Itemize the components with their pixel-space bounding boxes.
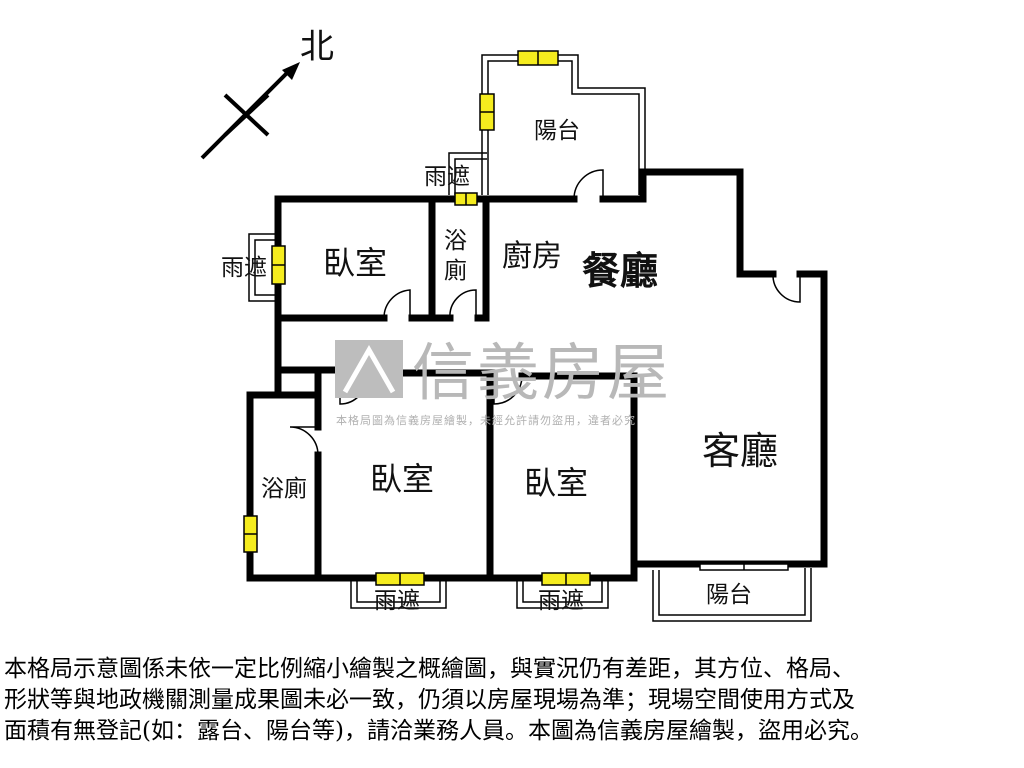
sliding-door [699, 563, 789, 571]
disclaimer: 本格局示意圖係未依一定比例縮小繪製之概繪圖，與實況仍有差距，其方位、格局、 形狀… [4, 654, 1020, 747]
door-balcony [573, 169, 604, 200]
compass: 北 [200, 27, 334, 160]
label-living: 客廳 [702, 429, 778, 473]
door-living [772, 273, 801, 303]
label-kitchen: 廚房 [502, 239, 562, 274]
watermark-brand: 信義房屋 [412, 336, 672, 409]
label-awning-bottom-1: 雨遮 [374, 588, 420, 614]
label-bedroom-right: 臥室 [524, 464, 588, 502]
door-bedroom-right [493, 375, 523, 405]
label-balcony-top: 陽台 [534, 118, 580, 144]
label-balcony-bottom: 陽台 [706, 582, 752, 608]
disclaimer-line: 形狀等與地政機關測量成果圖未必一致，仍須以房屋現場為準；現場空間使用方式及 [4, 687, 855, 713]
watermark: 信義房屋 本格局圖為信義房屋繪製，未經允許請勿盜用，違者必究 [335, 336, 672, 427]
north-label: 北 [300, 27, 334, 67]
windows [243, 50, 591, 586]
label-bedroom-top: 臥室 [323, 244, 387, 282]
north-arrow-icon [282, 62, 300, 80]
label-awning-left: 雨遮 [221, 255, 267, 281]
label-bath-top-2: 廁 [444, 258, 467, 284]
label-bedroom-mid: 臥室 [370, 460, 434, 498]
door-bath-left [289, 426, 319, 456]
door-bedroom-top [383, 289, 411, 319]
label-awning-top: 雨遮 [424, 164, 470, 190]
disclaimer-line: 面積有無登記(如：露台、陽台等)，請洽業務人員。本圖為信義房屋繪製，盜用必究。 [4, 718, 873, 744]
door-bath-top [449, 289, 477, 319]
watermark-notice: 本格局圖為信義房屋繪製，未經允許請勿盜用，違者必究 [336, 413, 636, 427]
label-awning-bottom-2: 雨遮 [538, 588, 584, 614]
thin-outlines [248, 54, 812, 622]
doors [289, 169, 801, 456]
floor-plan: 北 [200, 27, 828, 622]
label-dining: 餐廳 [582, 248, 658, 293]
disclaimer-line: 本格局示意圖係未依一定比例縮小繪製之概繪圖，與實況仍有差距，其方位、格局、 [4, 656, 855, 682]
label-bath-left: 浴廁 [261, 476, 307, 502]
label-bath-top-1: 浴 [444, 228, 467, 254]
room-labels: 陽台 雨遮 臥室 雨遮 浴 廁 廚房 餐廳 客廳 浴廁 臥室 臥室 雨遮 雨遮 … [221, 118, 778, 614]
